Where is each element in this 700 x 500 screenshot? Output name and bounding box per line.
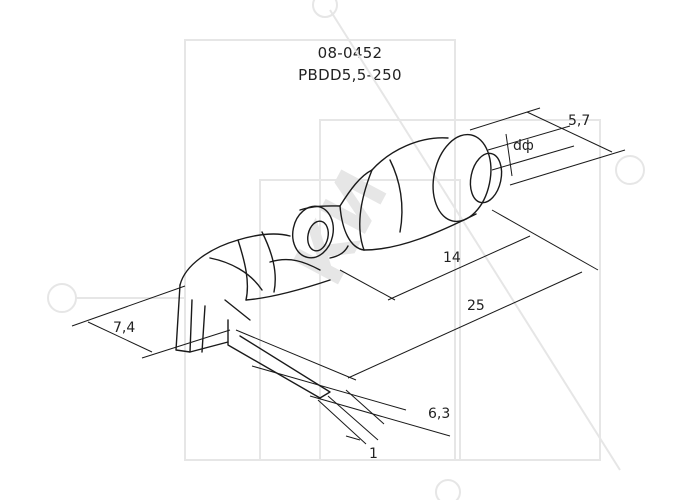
dim-line-5-7 (526, 111, 613, 153)
sleeve-neck (339, 205, 365, 251)
watermark-circle (47, 283, 77, 313)
crimp-tab-lower (245, 279, 331, 301)
watermark-circle (312, 0, 338, 18)
dim-line-7-4 (87, 321, 153, 353)
dim-label-1: 1 (369, 446, 378, 462)
dim-line-dphi (505, 133, 513, 177)
ext-line (491, 209, 599, 271)
dim-label-5-7: 5,7 (568, 113, 590, 129)
watermark-text: КИ (278, 157, 405, 298)
blade-fold-line (189, 299, 193, 353)
crimp-tab-seam-2 (261, 231, 276, 293)
dim-line-1 (345, 435, 361, 441)
part-code: 08-0452 (317, 44, 383, 62)
dim-label-dphi: dф (513, 138, 534, 154)
barrel-bottom (329, 245, 349, 259)
crimp-fold (209, 257, 263, 291)
ext-line (327, 395, 379, 441)
blade-tongue (227, 319, 331, 399)
ext-line (487, 125, 571, 151)
sleeve-ring (389, 159, 403, 233)
dim-line-25 (347, 271, 583, 379)
watermark-circle (435, 479, 461, 500)
sleeve-end-ellipse (432, 133, 492, 223)
blade-fold-line-2 (201, 305, 206, 353)
sleeve-collar (359, 169, 373, 251)
ext-line (141, 329, 231, 359)
ext-line (491, 145, 575, 171)
dim-label-7-4: 7,4 (113, 320, 135, 336)
dim-label-6-3: 6,3 (428, 406, 450, 422)
ext-line (309, 395, 451, 437)
terminal-outline (175, 133, 503, 399)
part-model: PBDD5,5-250 (298, 66, 402, 84)
ext-line (509, 149, 626, 186)
ext-line (469, 107, 541, 131)
blade-shoulder (224, 299, 251, 321)
sleeve-opening (469, 152, 503, 204)
watermark-circle (615, 155, 645, 185)
ext-line (71, 285, 186, 327)
ext-line (339, 269, 396, 301)
crimp-tab-upper (179, 233, 291, 286)
sleeve-top-edge (371, 137, 449, 171)
dimension-lines (71, 107, 626, 445)
crimp-tab-seam (237, 239, 249, 301)
dim-line-14 (387, 235, 531, 301)
blade-left-edge (175, 284, 229, 353)
barrel-bore (307, 220, 329, 252)
dim-line-6-3 (345, 389, 385, 425)
sleeve-bottom-edge (363, 213, 477, 251)
ext-line (317, 399, 367, 445)
ext-line (251, 365, 407, 411)
watermark (47, 0, 645, 500)
crimp-curl (269, 258, 321, 271)
watermark-line (329, 9, 621, 471)
sleeve-neck-top (339, 169, 373, 207)
dim-label-14: 14 (443, 250, 461, 266)
dim-label-25: 25 (467, 298, 485, 314)
ext-line (235, 329, 357, 381)
barrel-top (299, 205, 341, 211)
